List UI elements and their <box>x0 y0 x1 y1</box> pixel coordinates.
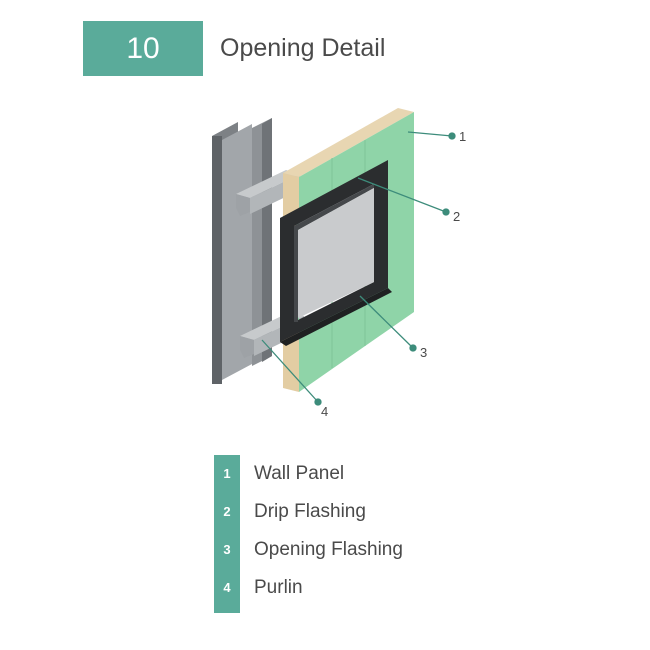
window-glass <box>298 188 374 318</box>
legend-label: Purlin <box>254 577 303 598</box>
legend-item: 1 Wall Panel <box>214 455 514 493</box>
callout-number-2: 2 <box>453 209 460 224</box>
legend-label: Drip Flashing <box>254 501 366 522</box>
legend-label: Wall Panel <box>254 463 345 484</box>
column-web <box>222 124 252 380</box>
upper-purlin-face <box>236 194 250 216</box>
lower-purlin-face <box>240 336 254 358</box>
wall-panel-top-edge <box>283 108 414 177</box>
callout-dot-1 <box>448 132 456 140</box>
frame-inner-depth <box>294 184 374 322</box>
callout-leader-1 <box>407 131 453 137</box>
callout-number-3: 3 <box>420 345 427 360</box>
section-number-badge: 10 <box>83 21 203 76</box>
legend-number: 4 <box>223 580 231 595</box>
callout-leader-3 <box>359 295 414 349</box>
legend-item: 4 Purlin <box>214 569 514 607</box>
legend-accent-bar <box>214 455 240 613</box>
legend-item: 3 Opening Flashing <box>214 531 514 569</box>
legend-item: 2 Drip Flashing <box>214 493 514 531</box>
legend-number: 1 <box>223 466 231 481</box>
callout-number-4: 4 <box>321 404 328 419</box>
callout-dot-2 <box>442 208 450 216</box>
legend-number: 2 <box>223 504 231 519</box>
legend-label: Opening Flashing <box>254 539 403 560</box>
callout-leader-2 <box>357 177 447 213</box>
callout-dot-3 <box>409 344 417 352</box>
column-back-flange-side <box>212 136 222 384</box>
callout-number-1: 1 <box>459 129 466 144</box>
sill-flashing <box>280 288 392 346</box>
page-title: Opening Detail <box>220 34 386 62</box>
callout-leader-4 <box>261 339 319 403</box>
legend-number: 3 <box>223 542 231 557</box>
callout-dot-4 <box>314 398 322 406</box>
